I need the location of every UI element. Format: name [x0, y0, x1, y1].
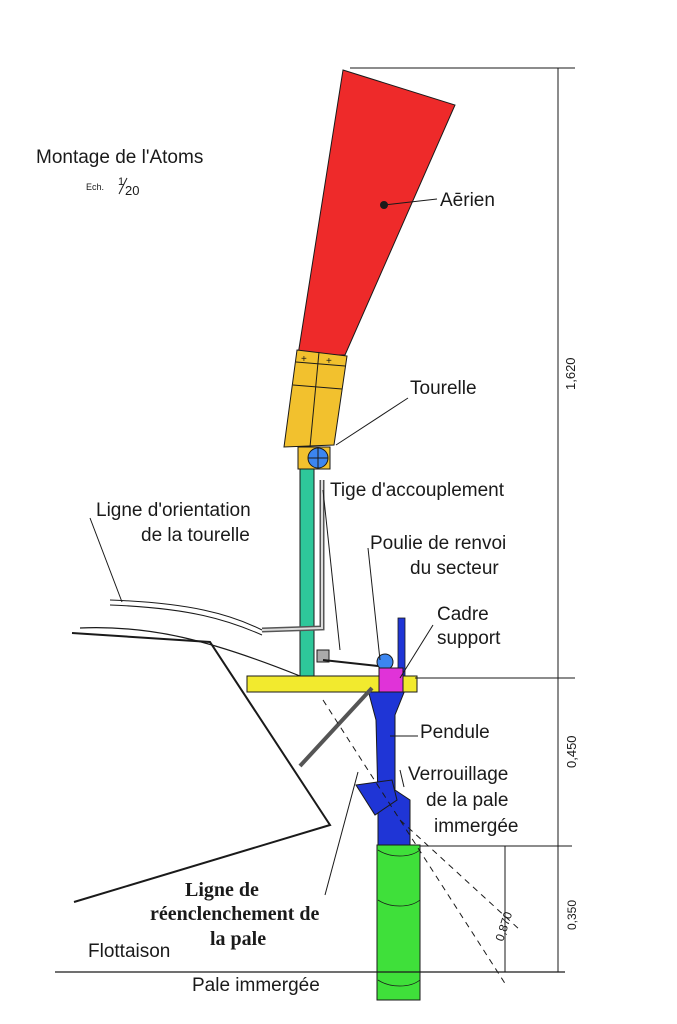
leader-tourelle — [335, 397, 409, 446]
dim-1620: 1,620 — [563, 357, 578, 390]
cadre-support — [378, 667, 404, 693]
label-orient-1: Ligne d'orientation — [96, 500, 251, 521]
tourelle — [283, 349, 348, 448]
orientation-line-a — [109, 599, 263, 631]
label-reencl-1: Ligne de — [185, 879, 259, 901]
label-tourelle: Tourelle — [410, 378, 477, 399]
aerien-vane — [297, 69, 456, 356]
label-pendule: Pendule — [420, 722, 490, 743]
label-poulie-1: Poulie de renvoi — [370, 533, 506, 554]
leader-tige — [322, 489, 341, 651]
label-reencl-2: réenclenchement de — [150, 903, 320, 925]
label-verrou-1: Verrouillage — [408, 764, 508, 785]
pendule-latch — [355, 779, 398, 816]
orientation-line-b — [109, 604, 263, 636]
scale-denominator: 20 — [125, 183, 139, 198]
leader-cadre — [399, 624, 434, 679]
label-cadre-1: Cadre — [437, 604, 489, 625]
dim-0450: 0,450 — [564, 735, 579, 768]
tourelle-bar-1 — [295, 361, 346, 367]
tourelle-axis — [309, 351, 320, 448]
leader-poulie — [367, 547, 381, 661]
tourelle-bar-2 — [292, 384, 343, 390]
label-aerien: Aērien — [440, 190, 495, 211]
label-pale-immergee: Pale immergée — [192, 975, 320, 996]
hull-outline — [71, 632, 332, 903]
leader-verrou — [399, 769, 405, 788]
dim-0350: 0,350 — [565, 900, 579, 930]
pale-rib-3 — [377, 979, 421, 987]
rod-link — [322, 659, 379, 667]
dim-0870: 0,870 — [493, 910, 516, 943]
orientation-leader — [89, 517, 123, 603]
angle-dashed — [399, 819, 521, 931]
label-cadre-2: support — [437, 628, 501, 649]
deck-line — [79, 627, 301, 677]
platform — [246, 675, 418, 693]
label-flottaison: Flottaison — [88, 941, 170, 962]
label-poulie-2: du secteur — [410, 558, 499, 579]
pale-rib-2 — [377, 899, 421, 907]
label-orient-2: de la tourelle — [141, 525, 250, 546]
rod-connector — [316, 649, 330, 663]
scale-fraction-bar — [118, 177, 128, 195]
diagram-title: Montage de l'Atoms — [36, 147, 203, 168]
support-strut — [298, 686, 374, 768]
tourelle-plus-2: + — [326, 356, 332, 367]
leader-aerien — [383, 198, 438, 206]
coupling-rod-inner — [261, 480, 323, 631]
pendule — [367, 689, 411, 846]
tourelle-plus-1: + — [301, 354, 307, 365]
label-verrou-3: immergée — [434, 816, 518, 837]
pale-immergee — [376, 844, 421, 1001]
leader-reencl — [324, 771, 359, 896]
mast — [299, 467, 315, 677]
label-tige: Tige d'accouplement — [330, 480, 505, 501]
label-verrou-2: de la pale — [426, 790, 508, 811]
label-reencl-3: la pale — [210, 928, 266, 950]
scale-prefix: Ech. — [86, 182, 104, 192]
reengage-dashed — [322, 699, 507, 986]
pale-rib-1 — [377, 849, 421, 857]
scale-numerator: 1 — [118, 176, 124, 188]
